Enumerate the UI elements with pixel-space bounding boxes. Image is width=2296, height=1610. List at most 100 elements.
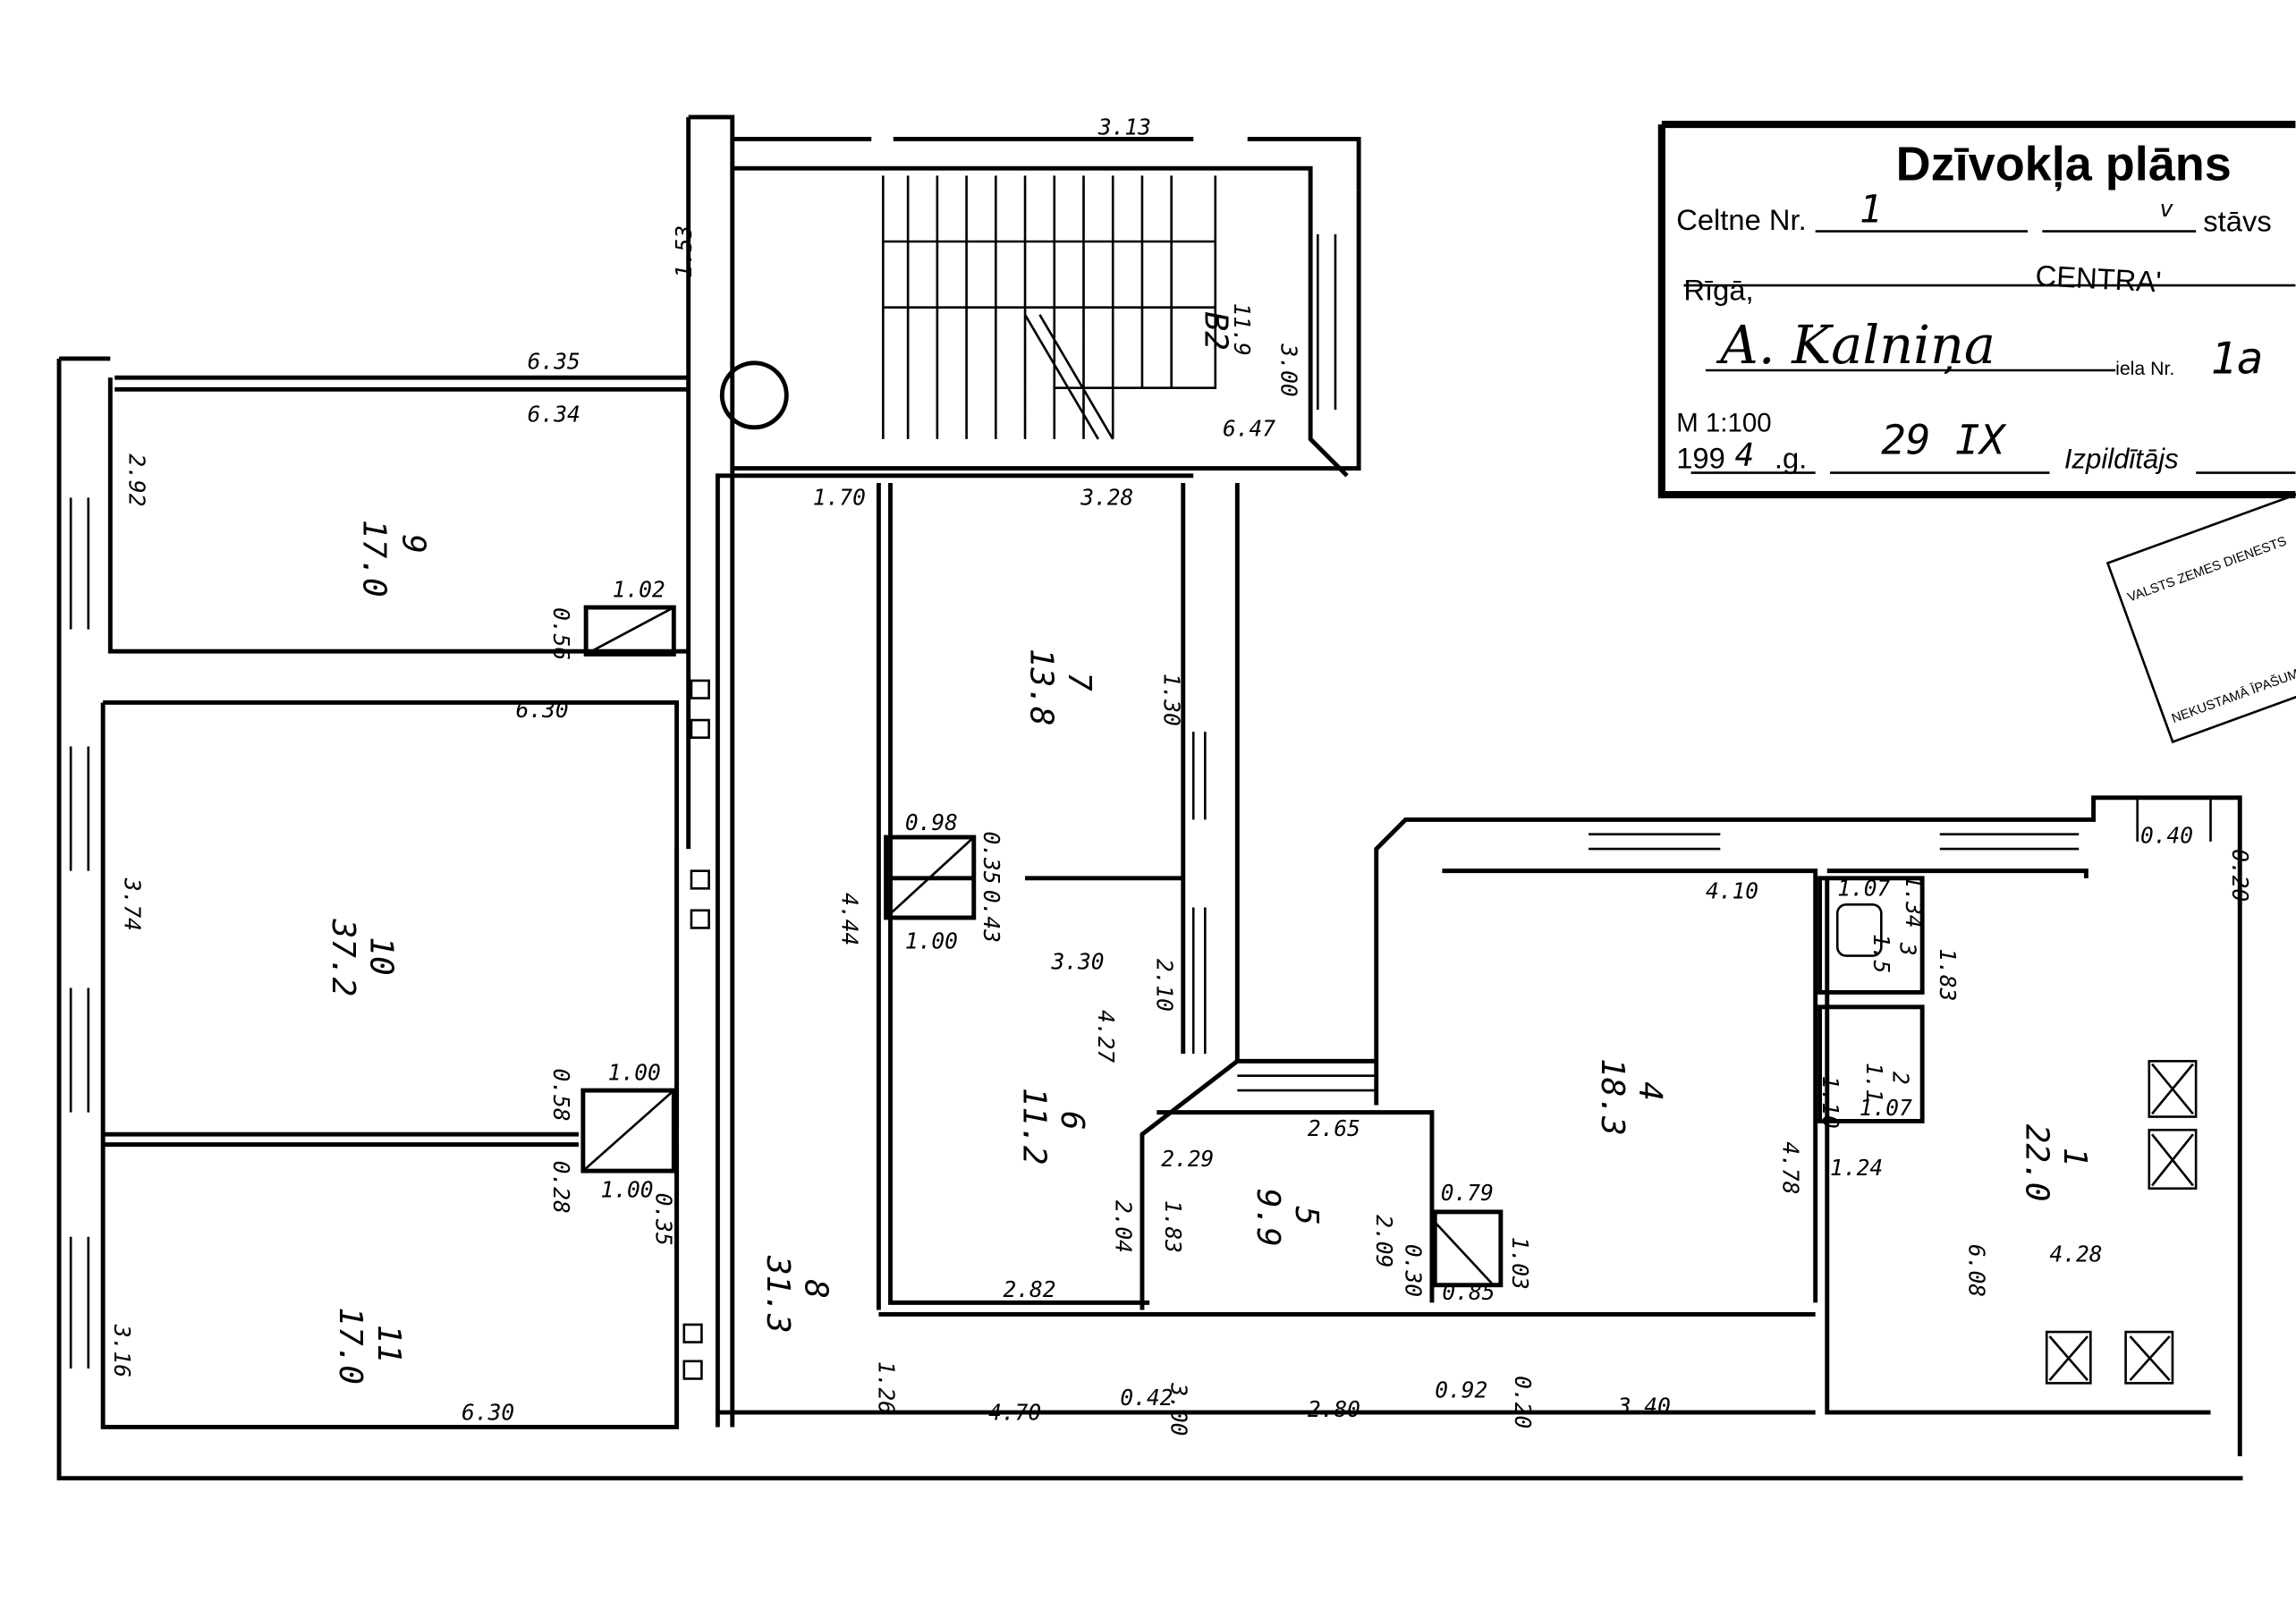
- dimension: 2.09: [1371, 1215, 1397, 1267]
- dimension: 4.70: [988, 1399, 1041, 1425]
- executor-label: Izpildītājs: [2064, 444, 2179, 475]
- room-area: 11.9: [1229, 303, 1255, 356]
- dimension: 0.43: [979, 890, 1004, 943]
- dimension: 3.16: [109, 1324, 135, 1377]
- room-number: 5: [1288, 1206, 1325, 1225]
- dimension: 1.34: [1901, 876, 1927, 928]
- dimension: 0.58: [548, 1069, 574, 1122]
- dimension: 1.24: [1830, 1155, 1883, 1181]
- city-label: Rīgā,: [1683, 273, 1753, 306]
- dimension: 1.00: [600, 1177, 653, 1203]
- dimension: 3.30: [1051, 948, 1105, 974]
- room-area: 1.1: [1861, 1063, 1887, 1102]
- dimension: 1.30: [1159, 674, 1185, 726]
- room-number: 1: [2056, 1148, 2093, 1167]
- dimension: 0.56: [548, 607, 574, 660]
- room-number: 2: [1887, 1072, 1913, 1085]
- dimension: 4.10: [1706, 878, 1758, 904]
- dimension: 6.34: [528, 401, 580, 427]
- dimension: 1.00: [608, 1060, 661, 1086]
- walls: [56, 114, 2243, 1481]
- dimension: 0.35: [651, 1193, 677, 1246]
- plan-title: Dzīvokļa plāns: [1896, 137, 2232, 191]
- dimension-labels: 3.13 1.53 3.00 6.47 6.35 6.34 2.92 1.02 …: [109, 114, 2253, 1436]
- room-number: 10: [363, 936, 400, 975]
- dimension: 6.47: [1223, 416, 1275, 442]
- year-suffix: .g.: [1775, 442, 1807, 475]
- dimension: 2.29: [1161, 1146, 1214, 1172]
- room-number: 4: [1631, 1081, 1668, 1101]
- stove-icon: [2045, 1330, 2092, 1385]
- dimension: 2.65: [1308, 1115, 1360, 1141]
- bathroom-box: [1817, 876, 1925, 995]
- dimension: 3.00: [1275, 343, 1301, 397]
- room-area: 1.5: [1868, 934, 1894, 973]
- bath-box: [1817, 1004, 1925, 1123]
- year-digit: 4: [1735, 436, 1755, 473]
- dimension: 0.35: [979, 831, 1004, 884]
- dimension: 4.27: [1093, 1010, 1119, 1063]
- dimension: 3.28: [1080, 485, 1133, 511]
- date: 29 IX: [1881, 415, 2006, 463]
- room-area: 18.3: [1594, 1058, 1631, 1136]
- toilet-icon: [1835, 902, 1883, 957]
- dimension: 1.53: [671, 225, 697, 278]
- dimension: 4.78: [1778, 1141, 1804, 1194]
- dimension: 1.02: [613, 577, 665, 603]
- room-number: 9: [395, 534, 432, 554]
- stove-icon: [2148, 1060, 2198, 1118]
- room-number: 6: [1054, 1111, 1090, 1131]
- dimension: 0.30: [1401, 1244, 1427, 1297]
- room-area: 37.2: [325, 919, 361, 997]
- room-number: 11: [370, 1325, 407, 1363]
- dimension: 1.70: [813, 485, 866, 511]
- dimension: 6.08: [1964, 1244, 1990, 1297]
- stove-icon: [2124, 1330, 2174, 1385]
- building-number: 1: [1860, 189, 1883, 233]
- stamp-text: VALSTS ZEMES DIENESTS: [2126, 534, 2289, 605]
- dimension: 0.98: [905, 809, 958, 835]
- room-number: B2: [1197, 312, 1233, 351]
- room-number: 7: [1061, 672, 1097, 691]
- dimension: 1.83: [1935, 948, 1961, 1001]
- dimension: 6.30: [516, 697, 569, 723]
- dimension: 0.20: [2227, 849, 2253, 902]
- staircase: [882, 175, 1217, 440]
- room-area: 17.0: [355, 520, 392, 597]
- room-area: 11.2: [1015, 1088, 1052, 1165]
- room-area: 22.0: [2018, 1124, 2055, 1202]
- scale: M 1:100: [1676, 409, 1771, 438]
- column-circle: [719, 360, 789, 430]
- room-area: 13.8: [1023, 648, 1060, 726]
- dimension: 3.00: [1166, 1382, 1192, 1436]
- floor-mark: v: [2159, 196, 2173, 223]
- title-block: Dzīvokļa plāns Celtne Nr. 1 v stāvs Rīgā…: [1657, 121, 2296, 499]
- year-prefix: 199: [1676, 442, 1725, 475]
- dimension: 0.28: [548, 1161, 574, 1214]
- room-number: 8: [798, 1279, 835, 1299]
- dimension: 3.40: [1617, 1394, 1671, 1419]
- house-label: iela Nr.: [2115, 358, 2174, 379]
- stamp-text: NEKUSTAMĀ ĪPAŠUMA VĒRTĒŠANAS: [2170, 631, 2296, 726]
- dimension: 1.10: [1817, 1076, 1843, 1129]
- room-area: 17.0: [332, 1307, 369, 1385]
- dimension: 6.30: [462, 1399, 514, 1425]
- dimension: 1.03: [1507, 1237, 1533, 1290]
- windows: [69, 233, 2212, 1368]
- dimension: 2.82: [1004, 1276, 1056, 1302]
- dimension: 0.20: [1510, 1376, 1536, 1428]
- room-number: 3: [1895, 942, 1921, 956]
- dimension: 2.04: [1111, 1200, 1137, 1253]
- dimension: 4.44: [836, 893, 862, 945]
- dimension: 0.79: [1441, 1180, 1494, 1206]
- stove-icon: [2148, 1128, 2198, 1191]
- dimension: 1.26: [873, 1361, 899, 1414]
- room-area: 9.9: [1250, 1189, 1286, 1247]
- dimension: 2.80: [1308, 1396, 1360, 1422]
- dimension: 0.42: [1120, 1385, 1173, 1411]
- dimension: 1.07: [1860, 1095, 1912, 1121]
- dimension: 6.35: [528, 348, 580, 374]
- dimension: 0.85: [1442, 1279, 1495, 1305]
